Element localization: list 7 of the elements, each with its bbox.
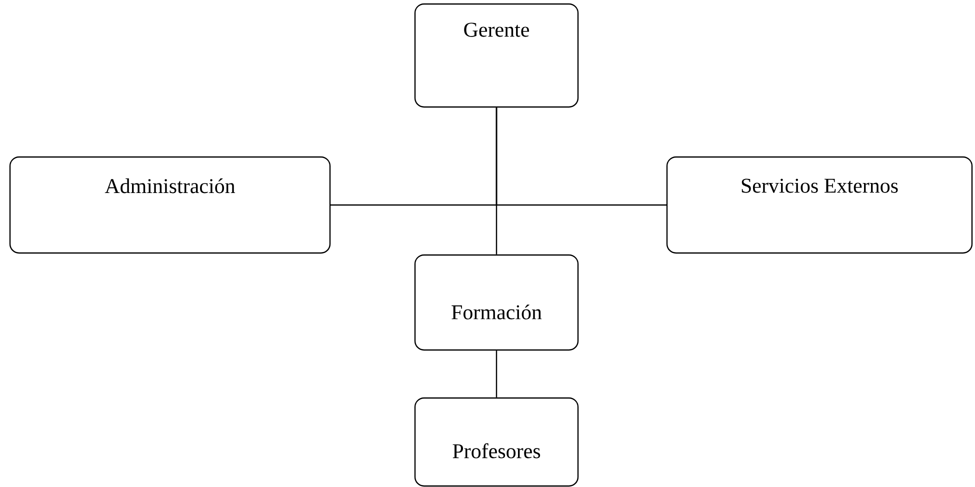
- connector-line: [496, 350, 498, 398]
- connector-line: [496, 108, 498, 254]
- org-box: Administración: [9, 156, 331, 254]
- org-box: Profesores: [414, 397, 579, 487]
- org-box: Gerente: [414, 3, 579, 108]
- org-box: Formación: [414, 254, 579, 351]
- org-box: Servicios Externos: [666, 156, 973, 254]
